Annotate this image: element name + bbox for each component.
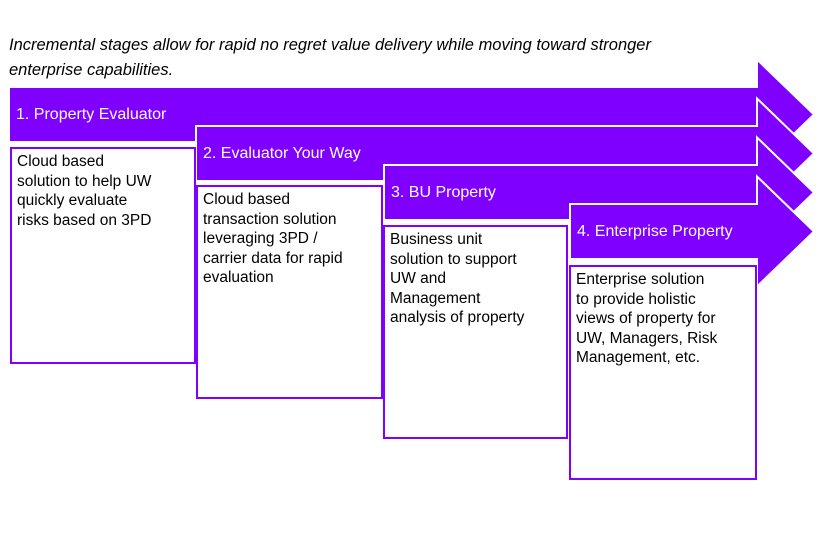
stage-4-banner-label: 4. Enterprise Property — [577, 223, 733, 240]
stage-4-description: Enterprise solution to provide holistic … — [576, 271, 718, 366]
stage-4-description-box: Enterprise solution to provide holistic … — [569, 265, 757, 480]
stage-3-description-box: Business unit solution to support UW and… — [383, 225, 568, 439]
intro-text: Incremental stages allow for rapid no re… — [9, 36, 651, 79]
stage-2-description-box: Cloud based transaction solution leverag… — [196, 185, 383, 399]
stage-4-arrow-shape — [569, 174, 816, 289]
stage-1-description-box: Cloud based solution to help UW quickly … — [10, 147, 196, 364]
stage-2-banner-label: 2. Evaluator Your Way — [203, 145, 361, 162]
stage-3-description: Business unit solution to support UW and… — [390, 231, 525, 326]
stage-3-banner-label: 3. BU Property — [391, 184, 496, 201]
stage-1-description: Cloud based solution to help UW quickly … — [17, 153, 152, 229]
stage-2-description: Cloud based transaction solution leverag… — [203, 191, 343, 286]
stage-1-banner-label: 1. Property Evaluator — [16, 106, 167, 123]
